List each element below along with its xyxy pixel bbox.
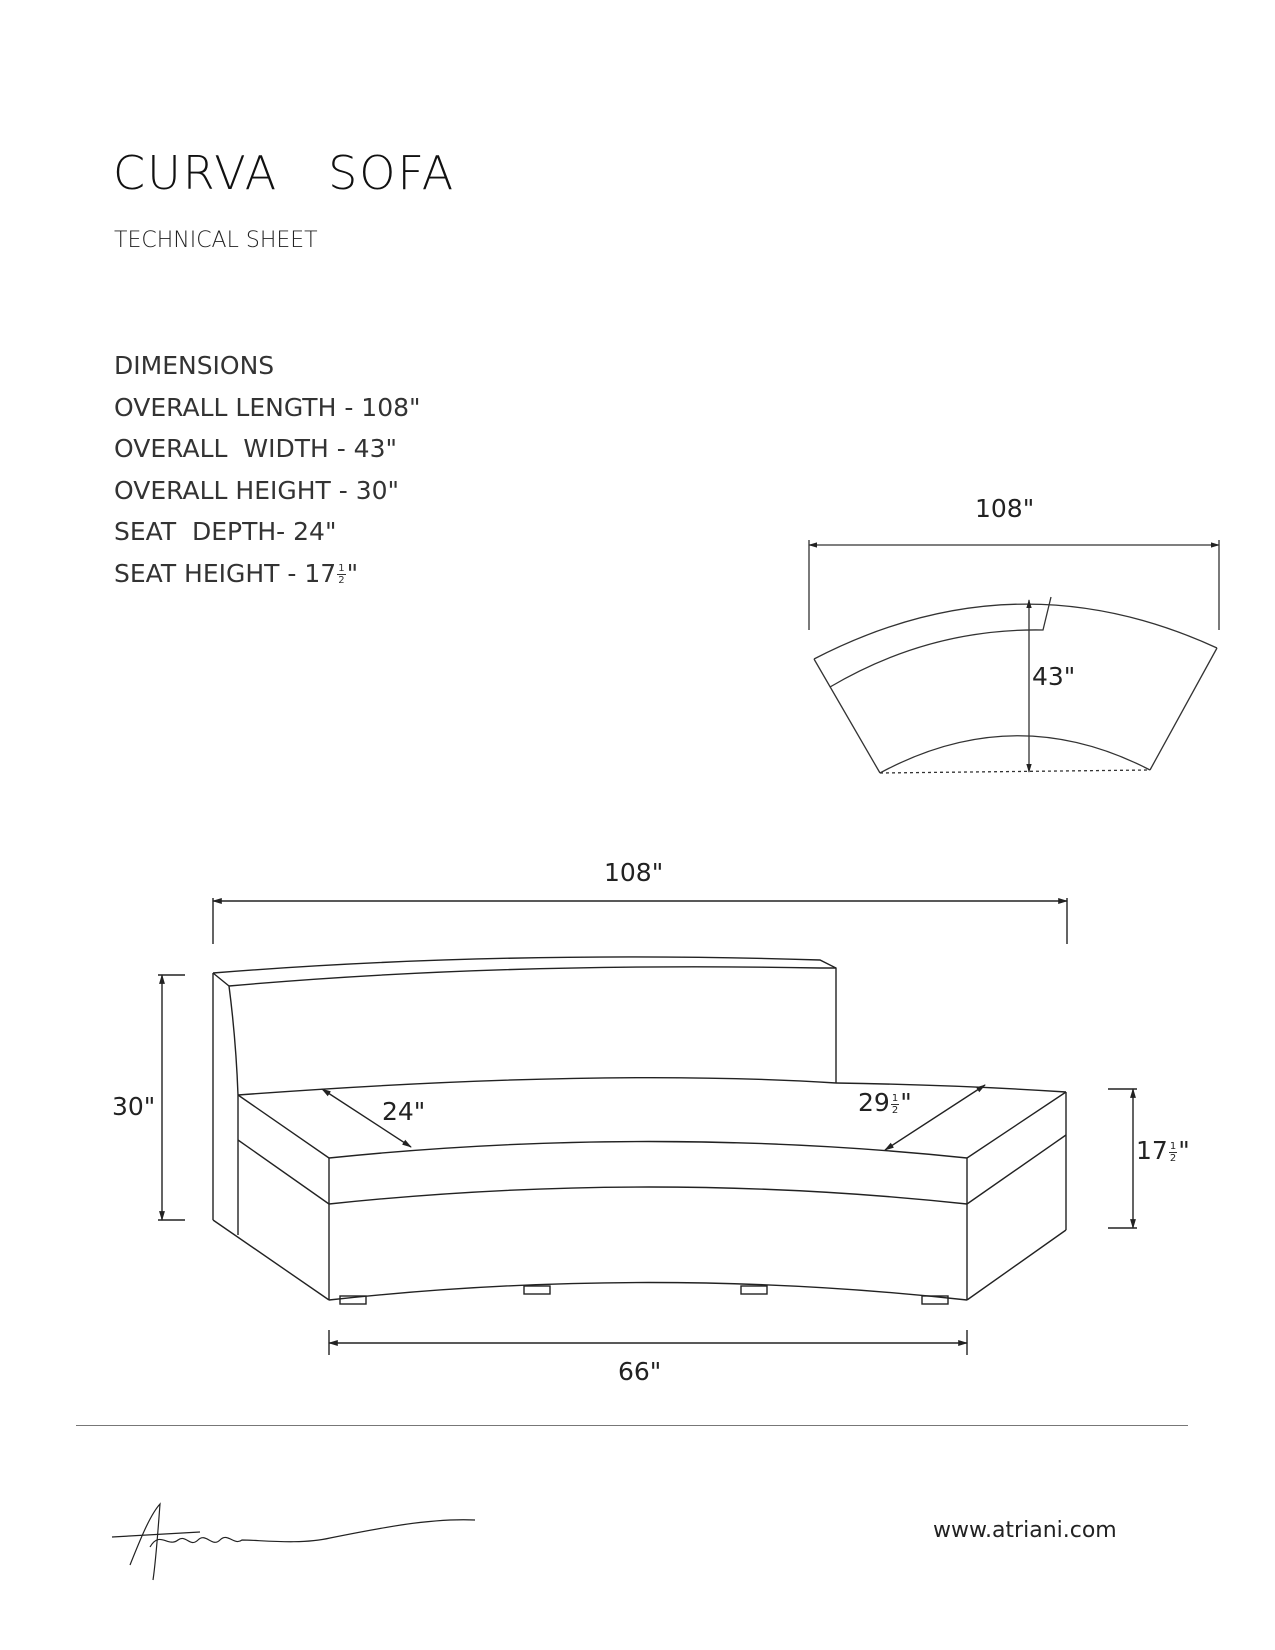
page-subtitle: TECHNICAL SHEET — [114, 228, 318, 253]
dimensions-heading: DIMENSIONS — [114, 351, 275, 380]
front-view-drawing — [158, 898, 1137, 1355]
footer-divider — [76, 1425, 1188, 1426]
top-view-drawing — [808, 540, 1220, 774]
dimension-seat-depth: SEAT DEPTH- 24" — [114, 517, 337, 546]
base-width-label: 66" — [618, 1357, 662, 1386]
dimension-overall-height: OVERALL HEIGHT - 30" — [114, 475, 400, 505]
dimensions-list: DIMENSIONS OVERALL LENGTH - 108" OVERALL… — [114, 345, 421, 594]
front-view-height-label: 30" — [112, 1092, 156, 1121]
page-title: CURVA SOFA — [113, 146, 456, 200]
dimension-overall-width: OVERALL WIDTH - 43" — [114, 434, 397, 463]
atriani-signature-logo — [111, 1502, 476, 1581]
website-link[interactable]: www.atriani.com — [933, 1518, 1117, 1543]
seat-depth-left-label: 24" — [382, 1097, 426, 1126]
top-view-length-label: 108" — [975, 494, 1035, 523]
front-view-length-label: 108" — [604, 858, 664, 887]
top-view-width-label: 43" — [1032, 662, 1076, 691]
dimension-overall-length: OVERALL LENGTH - 108" — [114, 392, 421, 422]
